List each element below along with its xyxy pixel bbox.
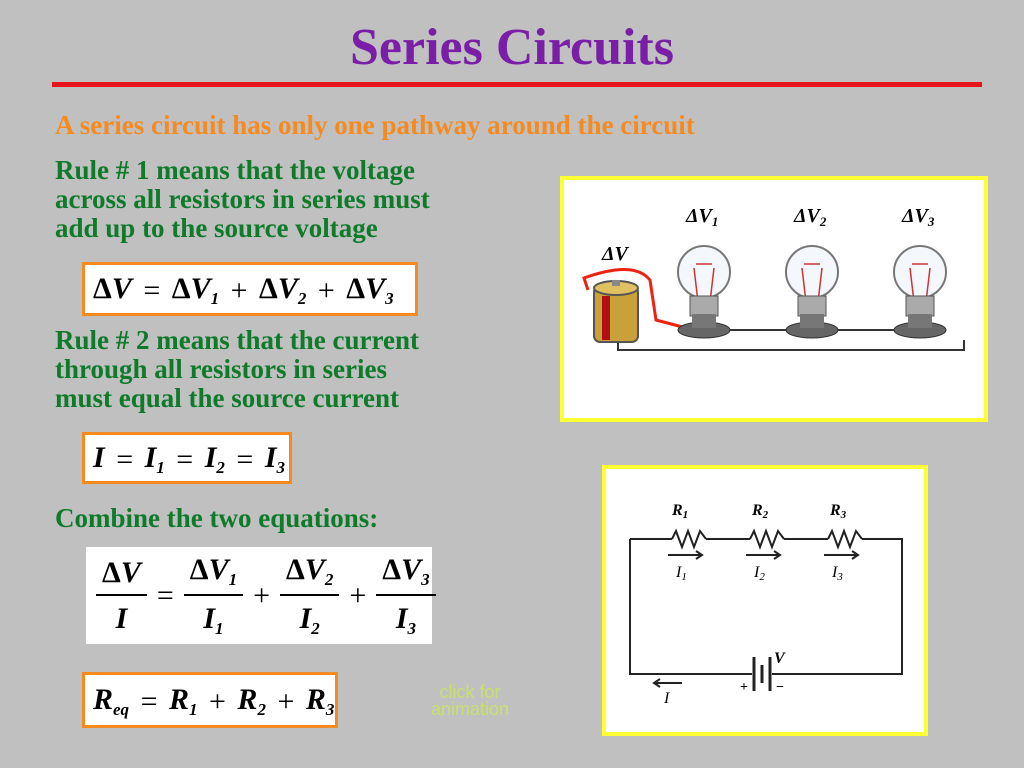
series-schematic: R1 R2 R3 I1 I2 I3 I V + − [629,502,903,707]
battery-plus-label: + [740,680,748,695]
voltage-equation: ΔV = ΔV1 + ΔV2 + ΔV3 [82,262,418,316]
bulb-3-icon [893,245,947,339]
bulb-circuit-diagram: ΔV ΔV1 ΔV2 ΔV3 [560,176,988,422]
battery-minus-label: − [776,680,784,695]
rule2-text: Rule # 2 means that the current through … [55,326,419,413]
bulb-circuit-illustration: ΔV ΔV1 ΔV2 ΔV3 [582,205,965,351]
r1-label: R1 [671,502,688,521]
source-voltage-label: V [774,650,786,667]
i2-label: I2 [753,564,765,583]
current-arrow-1-icon [668,550,704,560]
current-arrow-2-icon [746,550,782,560]
slide-subtitle: A series circuit has only one pathway ar… [55,110,695,140]
rule2-line3: must equal the source current [55,383,399,413]
bulb-1-icon [677,245,731,339]
rule1-text: Rule # 1 means that the voltage across a… [55,156,430,243]
bulb-2-voltage-label: ΔV2 [793,205,827,229]
click-for-animation-link[interactable]: click for animation [430,682,510,719]
rule1-line1: Rule # 1 means that the voltage [55,155,415,185]
i3-label: I3 [831,564,843,583]
source-current-label: I [663,690,670,707]
rule2-line1: Rule # 2 means that the current [55,325,419,355]
slide-title: Series Circuits [350,19,674,76]
rule2-line2: through all resistors in series [55,354,388,384]
rule1-line3: add up to the source voltage [55,213,378,243]
series-schematic-diagram: R1 R2 R3 I1 I2 I3 I V + − [602,465,928,736]
source-current-arrow-icon [652,678,682,688]
r3-label: R3 [829,502,847,521]
resistance-equation: Req = R1 + R2 + R3 [82,672,338,728]
bulb-3-voltage-label: ΔV3 [901,205,935,229]
rule1-line2: across all resistors in series must [55,184,430,214]
source-voltage-label: ΔV [601,243,630,265]
source-wire [582,268,695,332]
combine-text: Combine the two equations: [55,503,379,533]
current-arrow-3-icon [824,550,860,560]
i1-label: I1 [675,564,687,583]
battery-symbol-icon [752,657,772,691]
bulb-2-icon [785,245,839,339]
title-divider [52,82,982,87]
resistor-3-icon [827,528,863,550]
bulb-1-voltage-label: ΔV1 [685,205,718,229]
resistor-1-icon [671,528,707,550]
r2-label: R2 [751,502,769,521]
resistor-2-icon [749,528,785,550]
circuit-loop [629,538,903,675]
battery-icon [593,280,639,343]
current-equation: I = I1 = I2 = I3 [82,432,292,484]
